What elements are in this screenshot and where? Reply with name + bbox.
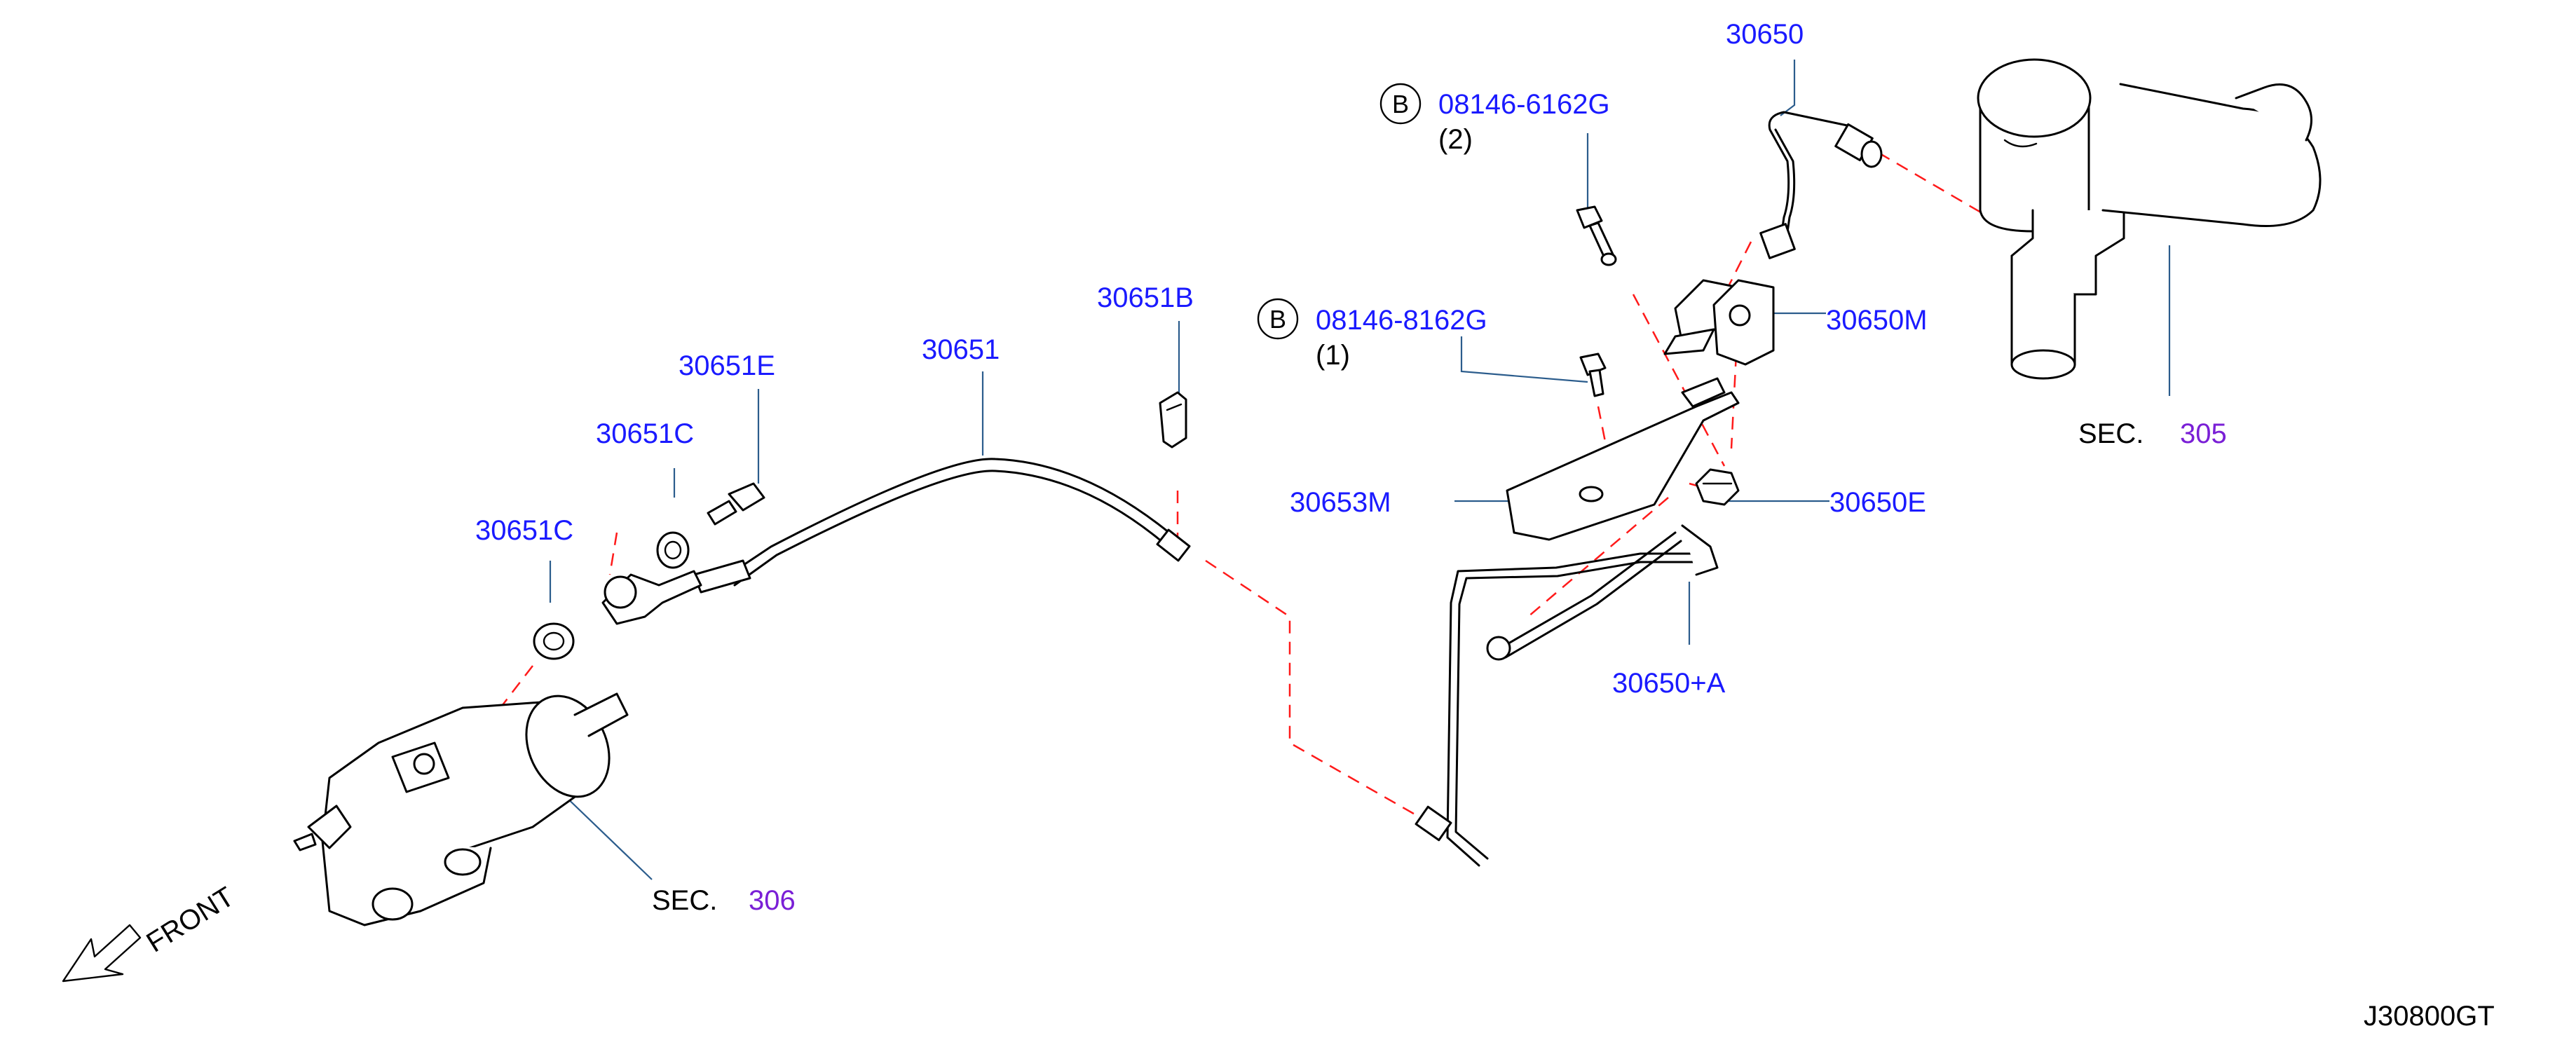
- label-sec-305: 305: [2180, 418, 2227, 449]
- label-30651: 30651: [922, 334, 1000, 365]
- label-30650-plus-A: 30650+A: [1612, 668, 1726, 699]
- label-front: FRONT: [141, 881, 239, 958]
- banjo-fitting: [601, 570, 702, 625]
- circle-b-icon: [1379, 83, 1422, 125]
- operating-cylinder: [293, 692, 629, 926]
- clutch-tube-30650A: [1415, 524, 1719, 867]
- washer-30651C-2: [533, 622, 575, 660]
- label-30651E: 30651E: [679, 350, 775, 381]
- clip-30651B: [1159, 391, 1187, 449]
- master-cylinder: [1977, 58, 2322, 380]
- clip-30650E: [1695, 468, 1740, 506]
- bolt-08146-8162G: [1579, 353, 1607, 397]
- label-sec-305-prefix: SEC.: [2078, 418, 2144, 449]
- bolt-marker-letter: B: [1269, 305, 1286, 334]
- label-30651B: 30651B: [1097, 282, 1194, 313]
- diagram-code: J30800GT: [2364, 1001, 2495, 1032]
- label-sec-306: 306: [749, 885, 796, 916]
- bracket-30650M: [1663, 279, 1775, 366]
- label-qty-2: (2): [1438, 124, 1473, 155]
- bolt-marker-letter: B: [1392, 90, 1409, 118]
- clutch-hose-30650: [1759, 111, 1883, 259]
- label-30650: 30650: [1726, 19, 1804, 50]
- label-30650E: 30650E: [1829, 487, 1926, 518]
- label-sec-306-prefix: SEC.: [652, 885, 717, 916]
- bolt-30651E: [707, 482, 765, 526]
- label-08146-8162G: 08146-8162G: [1316, 305, 1487, 336]
- front-arrow-icon: [62, 924, 142, 983]
- bracket-30653M: [1506, 377, 1740, 541]
- leader-lines: [549, 60, 2171, 880]
- labels: 30650 B 08146-6162G (2) B 08146-8162G (1…: [141, 19, 2494, 1032]
- label-30650M: 30650M: [1826, 305, 1928, 336]
- label-30651C-2: 30651C: [475, 515, 573, 546]
- label-30653M: 30653M: [1290, 487, 1391, 518]
- label-qty-1: (1): [1316, 340, 1350, 371]
- circle-b-icon: [1257, 298, 1299, 340]
- washer-30651C: [656, 531, 690, 569]
- label-30651C: 30651C: [596, 418, 694, 449]
- bolt-08146-6162G: [1576, 205, 1617, 266]
- label-08146-6162G: 08146-6162G: [1438, 89, 1610, 120]
- clutch-tube-30651: [693, 458, 1191, 594]
